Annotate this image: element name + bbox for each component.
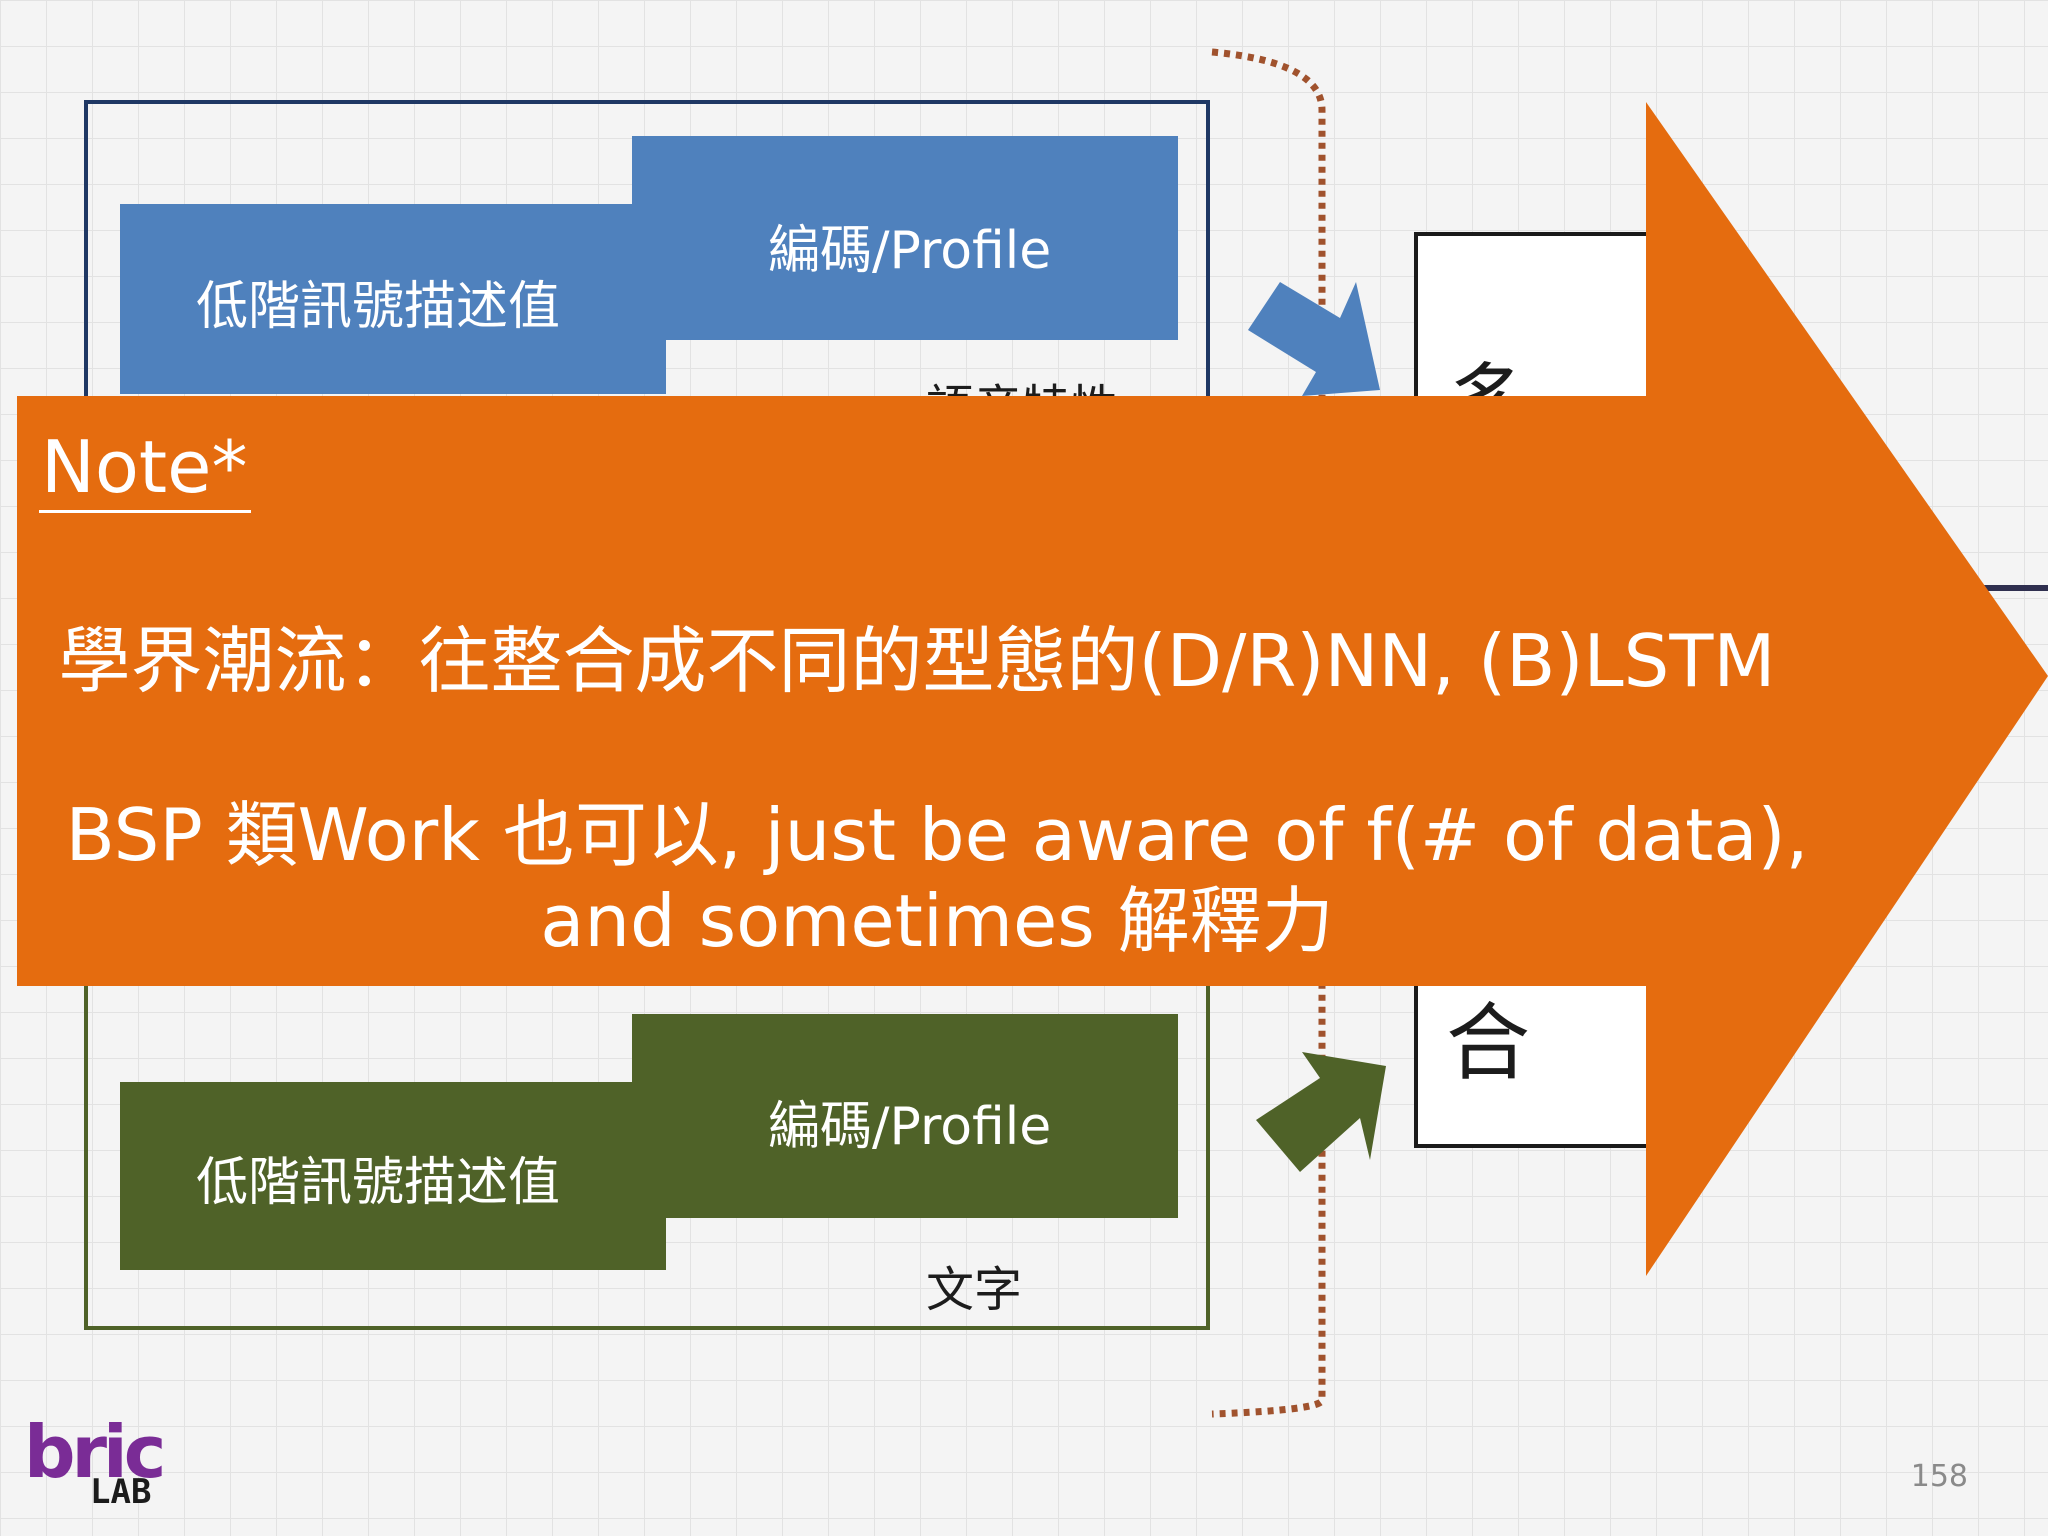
note-line-2: BSP 類Work 也可以, just be aware of f(# of d… [65, 793, 1809, 877]
note-panel: Note* 學界潮流：往整合成不同的型態的(D/R)NN, (B)LSTM BS… [17, 396, 1808, 986]
top-front-block [120, 204, 666, 394]
note-line-1: 學界潮流：往整合成不同的型態的(D/R)NN, (B)LSTM [58, 619, 1776, 703]
note-title: Note* [39, 424, 252, 514]
bottom-caption: 文字 [926, 1262, 1023, 1318]
bottom-back-block [632, 1014, 1178, 1218]
green-arrow-icon [1256, 1052, 1386, 1172]
note-line-3: and sometimes 解釋力 [540, 879, 1334, 963]
fusion-char-bottom: 合 [1446, 994, 1531, 1092]
bottom-front-label: 低階訊號描述值 [196, 1153, 561, 1213]
blue-arrow-icon [1248, 282, 1380, 396]
logo-text-bric: bric [24, 1410, 166, 1494]
dotted-bracket [1211, 48, 1326, 1418]
logo-text-lab: LAB [90, 1472, 152, 1512]
top-back-block [632, 136, 1178, 340]
page-number: 158 [1910, 1459, 1968, 1494]
big-orange-arrow [1646, 102, 2048, 1276]
top-back-label: 編碼/Profile [768, 221, 1052, 281]
bottom-front-block [120, 1082, 666, 1270]
top-front-label: 低階訊號描述值 [196, 277, 561, 337]
bric-lab-logo: bric LAB [24, 1410, 174, 1512]
bottom-back-label: 編碼/Profile [768, 1097, 1052, 1157]
